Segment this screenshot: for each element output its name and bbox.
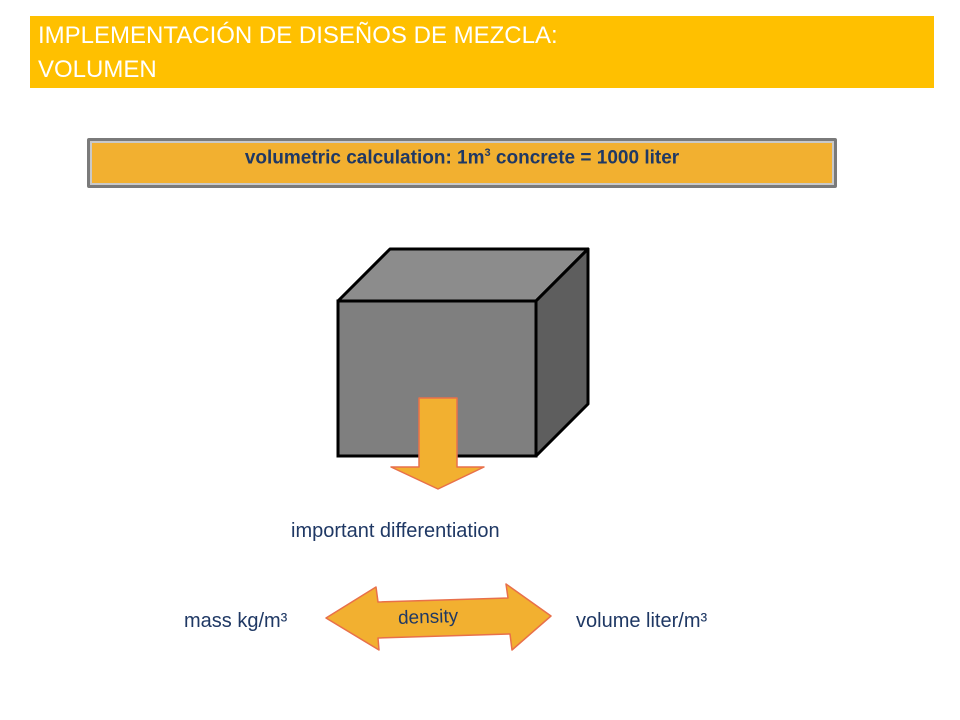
title-bar: IMPLEMENTACIÓN DE DISEÑOS DE MEZCLA: VOL… xyxy=(30,16,934,88)
volume-label: volume liter/m³ xyxy=(576,610,708,632)
down-arrow-icon xyxy=(390,397,485,490)
volumetric-banner: volumetric calculation: 1m3 concrete = 1… xyxy=(87,138,837,188)
differentiation-label: important differentiation xyxy=(291,520,500,542)
title-line-2: VOLUMEN xyxy=(38,56,157,83)
mass-label: mass kg/m³ xyxy=(184,610,288,632)
density-label: density xyxy=(397,605,459,630)
banner-text: volumetric calculation: 1m3 concrete = 1… xyxy=(90,147,834,169)
banner-text-rest: concrete = 1000 liter xyxy=(490,147,680,169)
title-line-1: IMPLEMENTACIÓN DE DISEÑOS DE MEZCLA: xyxy=(38,22,558,49)
banner-text-main: volumetric calculation: 1m xyxy=(244,147,485,169)
double-arrow-icon xyxy=(325,583,552,651)
banner-superscript: 3 xyxy=(484,147,491,159)
concrete-cube-icon xyxy=(336,247,590,458)
